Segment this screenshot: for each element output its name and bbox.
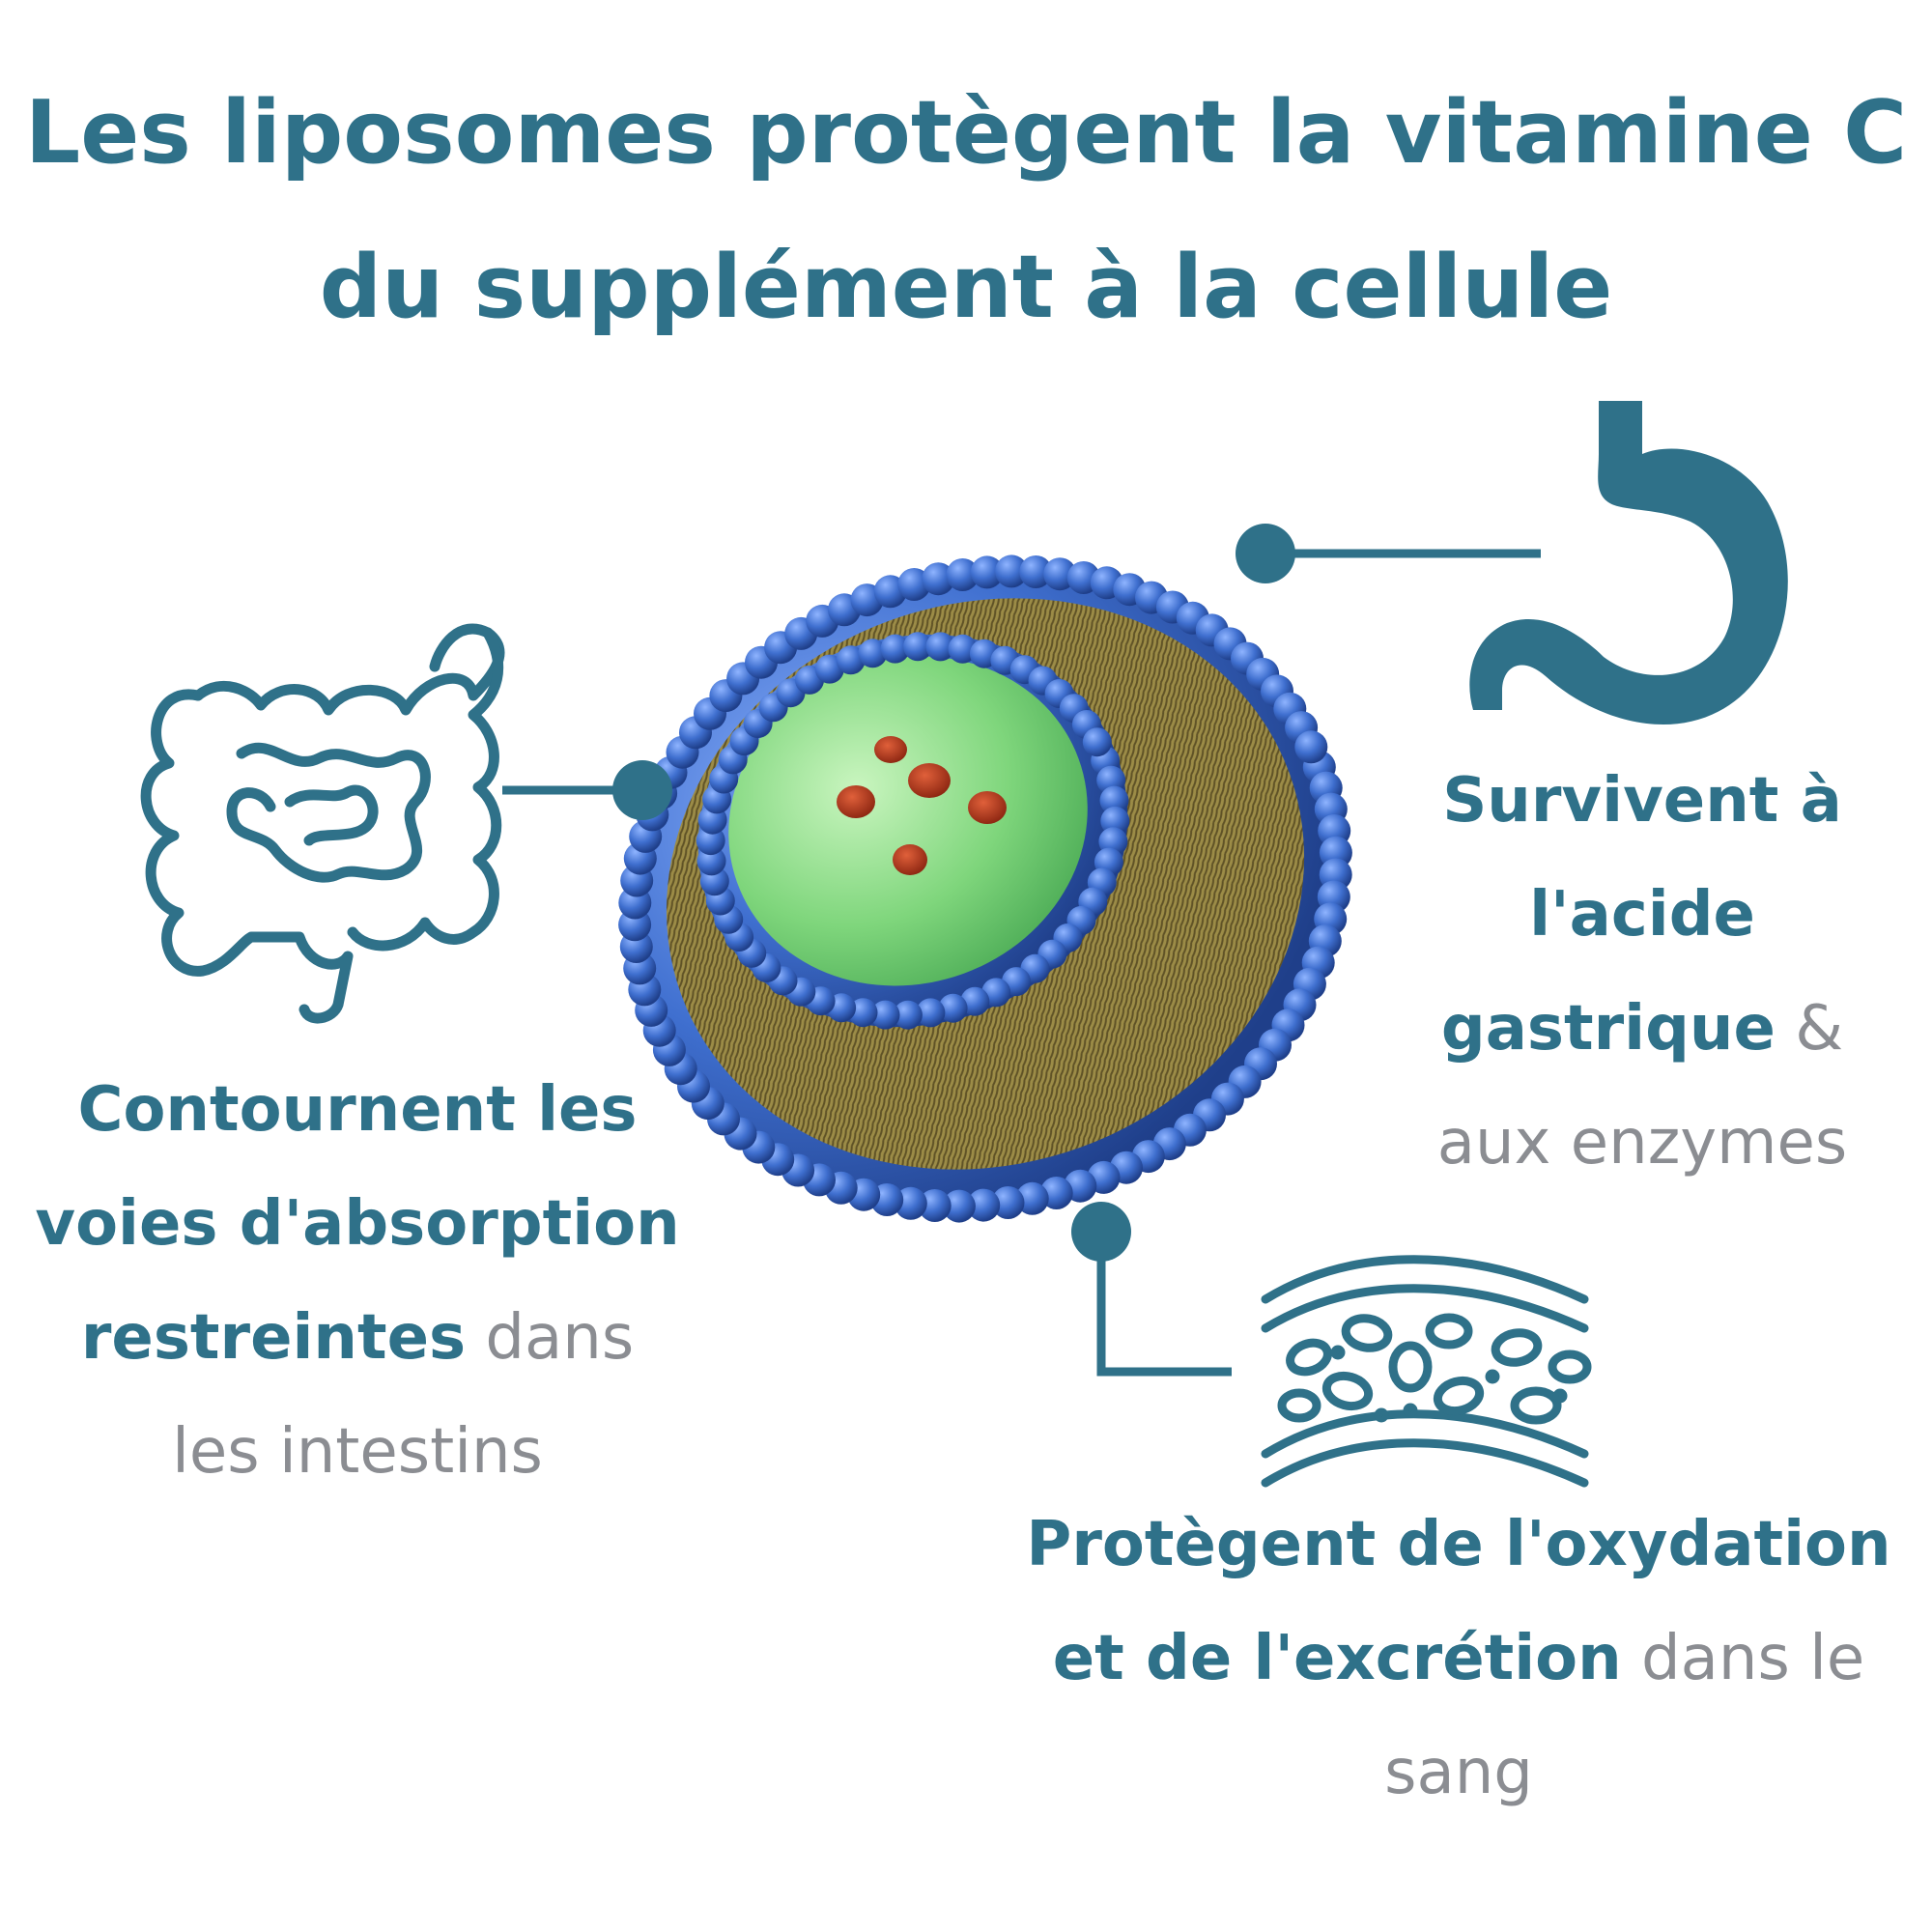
- caption-text-light: aux enzymes: [1436, 1107, 1848, 1179]
- caption-line: sang: [1005, 1716, 1913, 1830]
- title-line-1: Les liposomes protègent la vitamine C: [24, 82, 1908, 184]
- caption-line: restreintes dans: [19, 1281, 696, 1395]
- caption-line: gastrique &: [1391, 972, 1893, 1086]
- lipid-head-sphere: [938, 993, 968, 1023]
- caption-text-light: dans: [466, 1302, 635, 1374]
- caption-line: Contournent les: [19, 1053, 696, 1167]
- caption-text-bold: restreintes: [80, 1302, 467, 1374]
- lipid-head-sphere: [925, 632, 955, 662]
- caption-line: et de l'excrétion dans le: [1005, 1602, 1913, 1716]
- vitamin-c-molecule: [968, 791, 1007, 824]
- lipid-head-sphere: [880, 634, 910, 664]
- caption-text-bold: voies d'absorption: [35, 1188, 680, 1260]
- caption-text-light: les intestins: [172, 1416, 543, 1488]
- stomach-icon: [1469, 401, 1788, 725]
- lipid-head-sphere: [995, 554, 1029, 588]
- caption-line: l'acide: [1391, 858, 1893, 972]
- page-title: Les liposomes protègent la vitamine C du…: [0, 56, 1932, 365]
- caption-text-bold: Protègent de l'oxydation: [1026, 1509, 1891, 1580]
- caption-line: Protègent de l'oxydation: [1005, 1488, 1913, 1602]
- lipid-head-sphere: [903, 632, 933, 662]
- vitamin-c-molecule: [893, 844, 927, 875]
- caption-line: Survivent à: [1391, 744, 1893, 858]
- lipid-head-sphere: [946, 558, 980, 591]
- connector-blood: [1071, 1202, 1232, 1377]
- caption-text-bold: et de l'excrétion: [1052, 1623, 1622, 1694]
- lipid-head-sphere: [870, 1000, 900, 1030]
- lipid-head-sphere: [893, 1000, 923, 1030]
- lipid-head-sphere: [696, 846, 726, 876]
- connector-intestine: [502, 760, 672, 820]
- outer-head-groups: [618, 554, 1352, 1223]
- aqueous-core: [728, 656, 1088, 986]
- lipid-head-sphere: [991, 1186, 1025, 1219]
- lipid-head-sphere: [1015, 1181, 1049, 1215]
- title-line-2: du supplément à la cellule: [319, 237, 1613, 338]
- lipid-head-sphere: [967, 1188, 1001, 1222]
- caption-text-light: &: [1775, 993, 1844, 1065]
- inner-head-groups: [696, 632, 1130, 1030]
- lipid-head-sphere: [948, 634, 978, 664]
- lipid-head-sphere: [836, 645, 866, 675]
- lipid-head-sphere: [1099, 785, 1129, 815]
- caption-text-bold: l'acide: [1529, 879, 1755, 951]
- lipid-head-sphere: [916, 998, 946, 1028]
- vitamin-c-molecule: [837, 785, 875, 818]
- caption-stomach: Survivent à l'acide gastrique & aux enzymes: [1391, 744, 1893, 1200]
- caption-text-bold: gastrique: [1440, 993, 1776, 1065]
- caption-line: voies d'absorption: [19, 1167, 696, 1281]
- caption-line: les intestins: [19, 1395, 696, 1509]
- liposome-illustration: [618, 554, 1352, 1223]
- lipid-head-sphere: [1294, 730, 1328, 764]
- vitamin-c-molecule: [874, 736, 907, 763]
- lipid-head-sphere: [922, 562, 955, 596]
- caption-text-light: sang: [1384, 1737, 1533, 1808]
- vitamin-c-molecule: [908, 763, 951, 798]
- lipid-head-sphere: [918, 1189, 952, 1222]
- intestine-icon: [140, 623, 505, 1024]
- lipid-head-sphere: [848, 998, 878, 1028]
- caption-text-bold: Contournent les: [77, 1074, 638, 1146]
- lipid-head-sphere: [970, 555, 1004, 589]
- caption-intestine: Contournent les voies d'absorption restrei…: [19, 1053, 696, 1509]
- blood-vessel-icon: [1261, 1255, 1592, 1488]
- caption-text-light: dans le: [1621, 1623, 1865, 1694]
- lipid-head-sphere: [960, 986, 990, 1016]
- caption-text-bold: Survivent à: [1442, 765, 1842, 837]
- lipid-head-sphere: [1019, 555, 1053, 588]
- connector-stomach: [1236, 524, 1541, 583]
- lipid-head-sphere: [942, 1189, 976, 1223]
- caption-blood: Protègent de l'oxydation et de l'excrétio…: [1005, 1488, 1913, 1830]
- lipid-head-sphere: [1082, 727, 1112, 757]
- caption-line: aux enzymes: [1391, 1086, 1893, 1200]
- lipid-head-sphere: [858, 639, 888, 668]
